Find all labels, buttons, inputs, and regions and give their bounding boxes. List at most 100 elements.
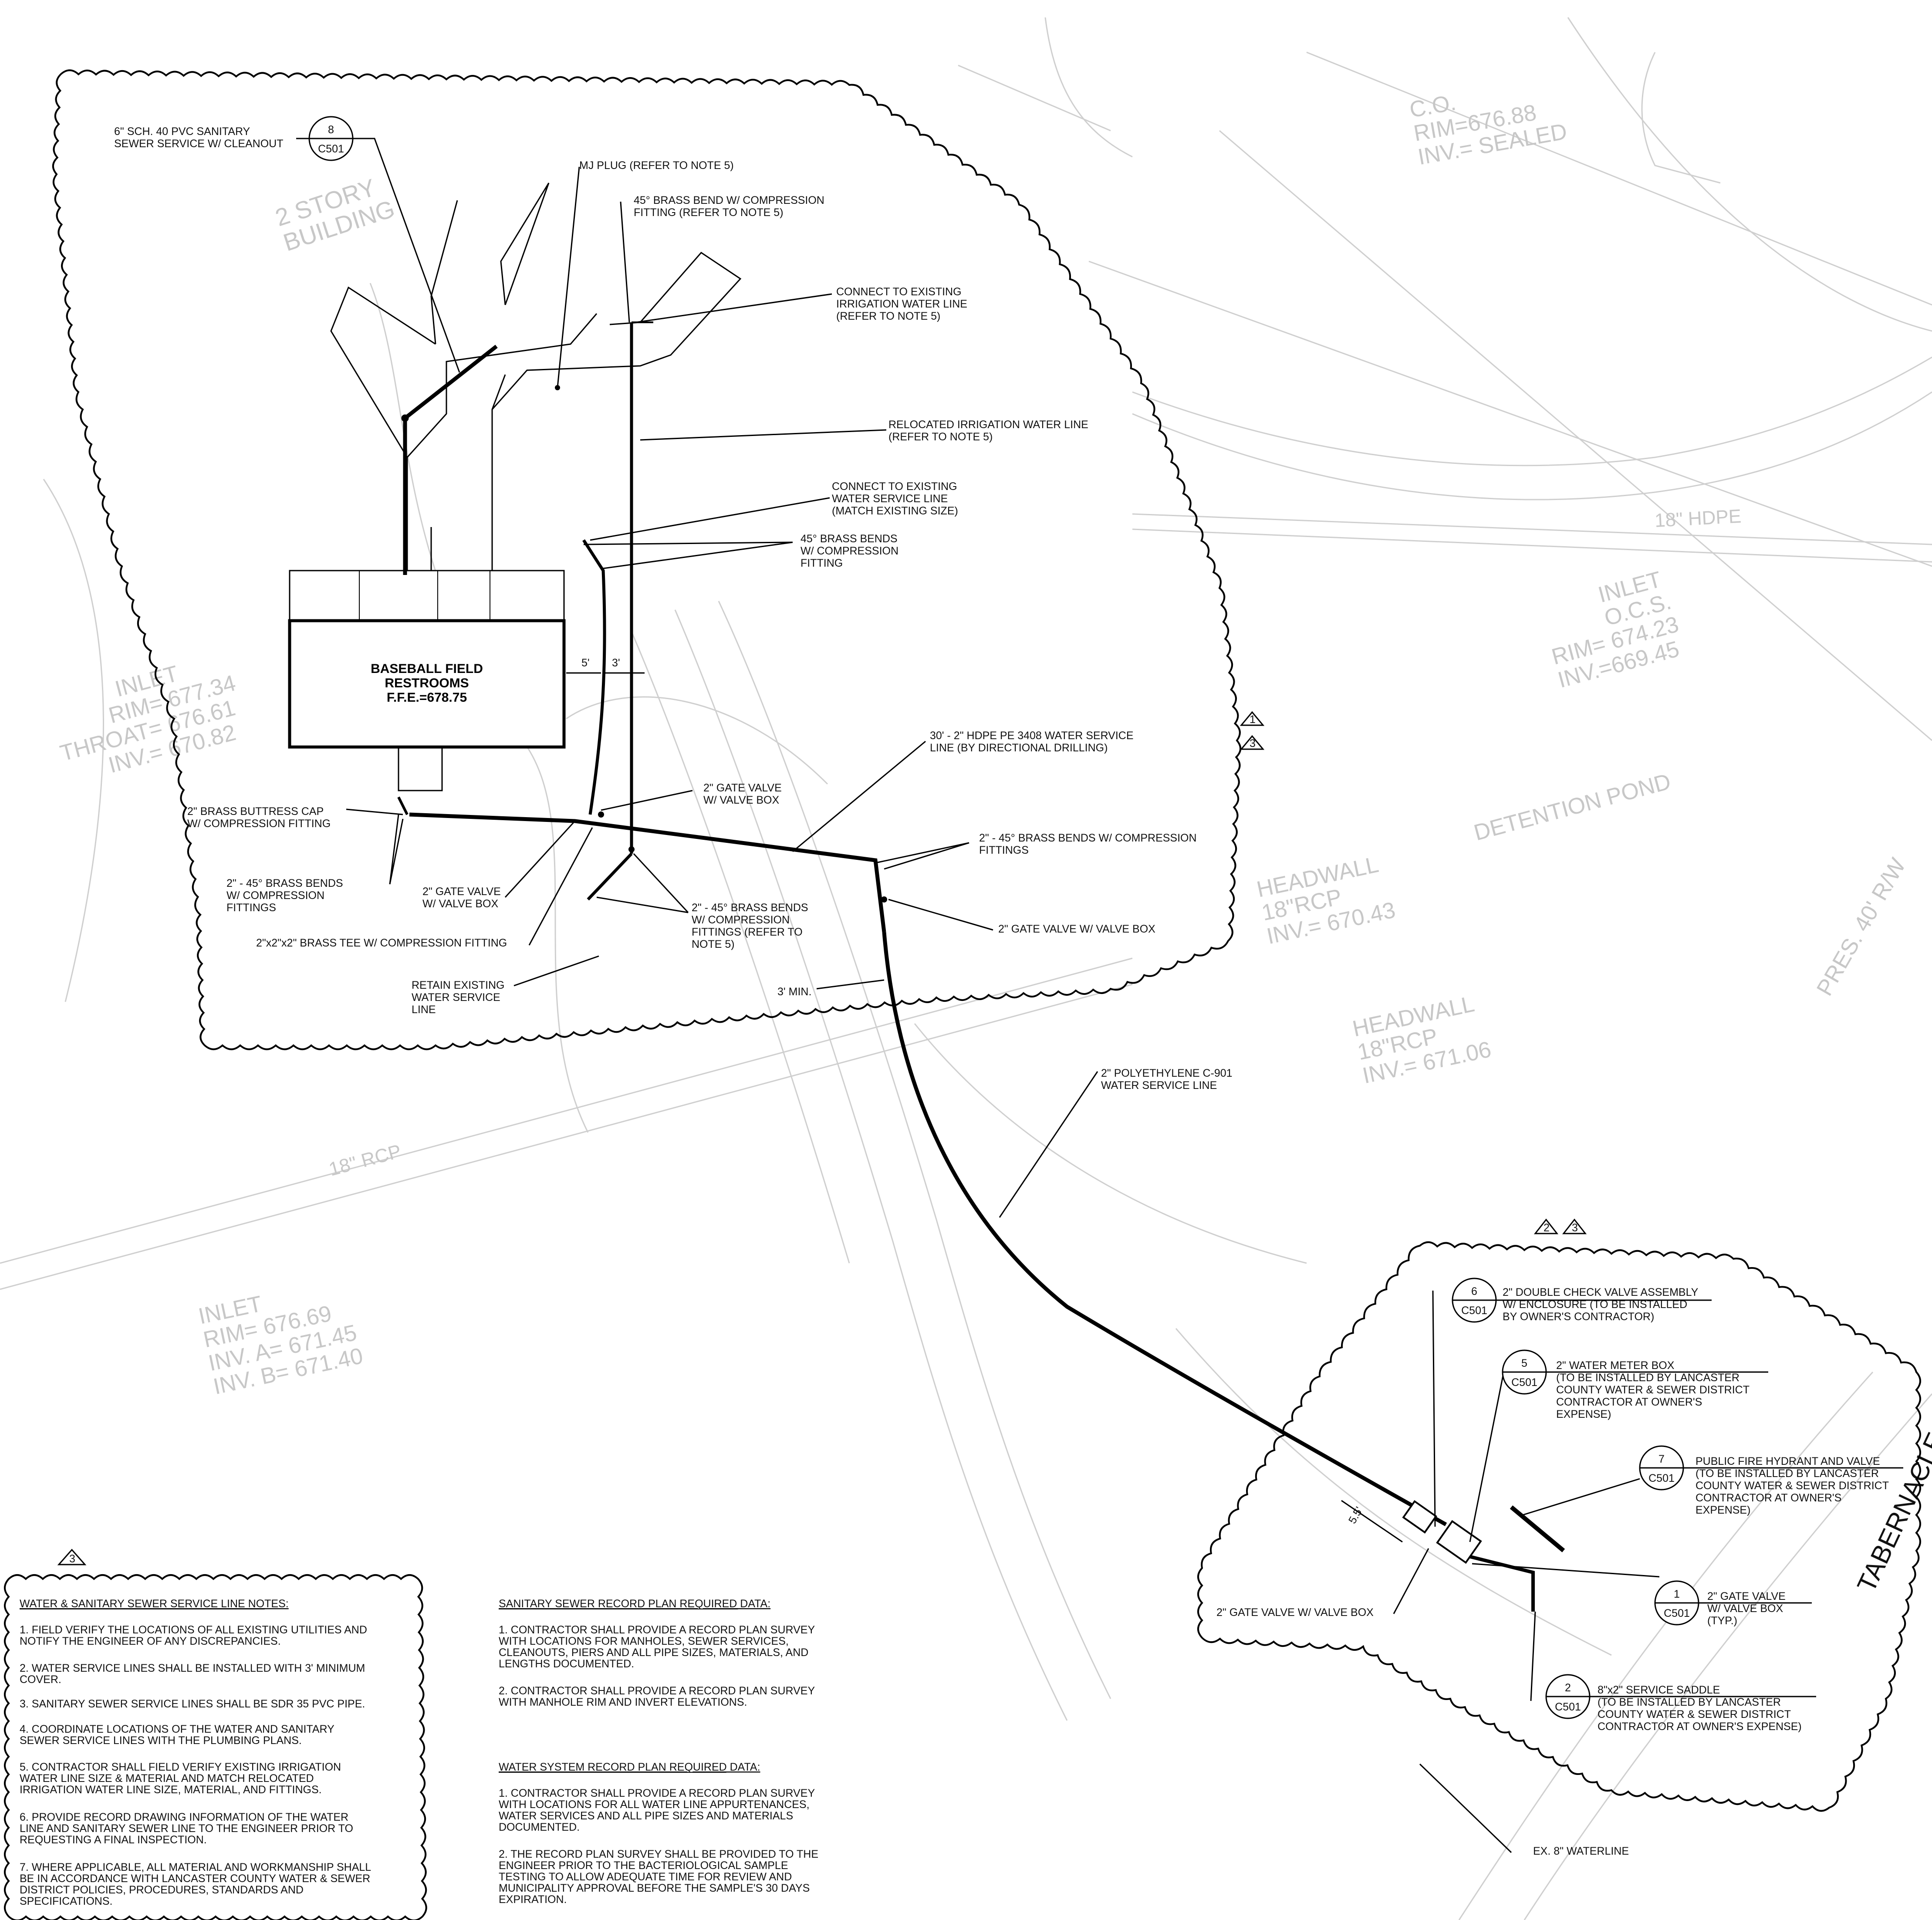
svg-text:1: 1: [1674, 1588, 1680, 1600]
general-notes: WATER & SANITARY SEWER SERVICE LINE NOTE…: [20, 1598, 818, 1907]
fittings: [555, 385, 1482, 1564]
detail-tag-6: 6 C501: [1452, 1278, 1497, 1323]
svg-text:INLET RIM= 676.69: INLET RIM= 676.69 INV. A= 671.45 INV. B=…: [196, 1272, 370, 1399]
gate-valve-icon: [881, 896, 887, 903]
double-check-valve-icon: [1402, 1500, 1437, 1534]
water-service-existing: [582, 539, 606, 815]
bg-label: DETENTION POND: [1471, 769, 1673, 845]
svg-text:HEADWALL 18"RCP IN: HEADWALL 18"RCP INV.= 670.43: [1254, 851, 1398, 950]
dimension-label: 3' MIN.: [777, 986, 811, 998]
detail-tag-7: 7 C501: [1639, 1445, 1684, 1491]
detail-tag-5: 5 C501: [1502, 1349, 1547, 1395]
water-service-new: [409, 812, 886, 933]
callout-mj-plug: MJ PLUG (REFER TO NOTE 5): [579, 159, 734, 172]
svg-text:3: 3: [1572, 1222, 1578, 1234]
callout-brass-tee: 2"x2"x2" BRASS TEE W/ COMPRESSION FITTIN…: [256, 937, 507, 949]
svg-text:3: 3: [1250, 737, 1256, 750]
revision-triangle-icon: [1562, 1218, 1587, 1234]
building-name: BASEBALL FIELD: [371, 662, 483, 676]
bg-label: 18" HDPE: [1654, 506, 1742, 531]
callout-water-meter: 2" WATER METER BOX(TO BE INSTALLED BY LA…: [1556, 1359, 1750, 1420]
svg-text:C501: C501: [1461, 1305, 1487, 1317]
revision-cloud-building: [52, 69, 1242, 1050]
revision-triangle-icon: [1533, 1218, 1559, 1234]
hydrant-lead: [1510, 1505, 1565, 1552]
gate-valve-icon: [873, 854, 886, 867]
svg-text:C501: C501: [1648, 1472, 1675, 1484]
svg-text:2 STORY BUILDING: 2 STORY BUILDING: [272, 170, 398, 257]
water-meter-box-icon: [1436, 1520, 1482, 1564]
note-n2: 2. WATER SERVICE LINES SHALL BE INSTALLE…: [20, 1662, 365, 1686]
revision-triangle-icon: [1240, 735, 1265, 750]
note-n6: 6. PROVIDE RECORD DRAWING INFORMATION OF…: [20, 1811, 353, 1846]
note-n5: 5. CONTRACTOR SHALL FIELD VERIFY EXISTIN…: [20, 1761, 341, 1796]
svg-text:HEADWALL 18"RCP IN: HEADWALL 18"RCP INV.= 671.06: [1350, 990, 1493, 1089]
callout-gate-valve-bottom: 2" GATE VALVE W/ VALVE BOX: [1216, 1606, 1374, 1619]
polyethylene-line: [882, 932, 1447, 1526]
detail-tag-2: 2 C501: [1545, 1674, 1591, 1719]
sewer-record-n2: 2. CONTRACTOR SHALL PROVIDE A RECORD PLA…: [499, 1685, 815, 1708]
dimension-label: 3': [612, 657, 620, 669]
restroom-building: BASEBALL FIELD RESTROOMS F.F.E.=678.75: [288, 570, 566, 791]
revision-clouds: [4, 69, 1921, 1920]
sidewalk-outline: [330, 183, 742, 571]
gate-valve-icon: [573, 815, 586, 828]
callout-gate-valve-right: 2" GATE VALVE W/ VALVE BOX: [998, 923, 1155, 935]
detail-tags: 8 C501 6 C501 5 C501 7 C501 1 C501: [308, 116, 1699, 1719]
revision-cloud-notes: [4, 1574, 427, 1920]
gate-valve-icon: [598, 811, 604, 818]
svg-text:C501: C501: [1664, 1607, 1690, 1619]
bg-label: PRES. 40' R/W: [1812, 854, 1911, 1000]
sewer-record-n1: 1. CONTRACTOR SHALL PROVIDE A RECORD PLA…: [499, 1624, 815, 1670]
svg-text:INLET RIM= 677.34: INLET RIM= 677.34 THROAT= 676.61 INV.= 6…: [45, 646, 257, 789]
callout-relocated-irrigation: RELOCATED IRRIGATION WATER LINE(REFER TO…: [888, 419, 1088, 443]
svg-text:2: 2: [1565, 1682, 1571, 1694]
svg-text:INLET O.C.S. RIM=: INLET O.C.S. RIM= 674.23 INV.=669.45: [1537, 564, 1694, 693]
svg-text:1: 1: [1250, 713, 1256, 726]
svg-text:7: 7: [1658, 1453, 1665, 1465]
revision-triangle-labels: 1 3 2 3 3: [69, 713, 1578, 1565]
leader-lines: [296, 138, 1660, 1853]
note-n7: 7. WHERE APPLICABLE, ALL MATERIAL AND WO…: [20, 1861, 371, 1907]
tee-fitting-icon: [628, 846, 635, 852]
revision-triangles: [57, 711, 1587, 1565]
svg-text:2: 2: [1544, 1222, 1550, 1234]
note-n1: 1. FIELD VERIFY THE LOCATIONS OF ALL EXI…: [20, 1624, 367, 1647]
detail-tag-1: 1 C501: [1654, 1580, 1699, 1626]
note-n3: 3. SANITARY SEWER SERVICE LINES SHALL BE…: [20, 1698, 365, 1710]
water-record-title: WATER SYSTEM RECORD PLAN REQUIRED DATA:: [499, 1761, 760, 1773]
dimension-label: 5': [581, 657, 590, 669]
callout-shelves: [1496, 1299, 1903, 1697]
svg-text:8: 8: [328, 124, 334, 136]
svg-text:C501: C501: [1511, 1376, 1537, 1389]
revision-triangle-icon: [1240, 711, 1265, 726]
svg-text:C501: C501: [1555, 1701, 1581, 1713]
svg-text:C.O. RIM=676.88 IN: C.O. RIM=676.88 INV.= SEALED: [1408, 72, 1569, 170]
cleanout-icon: [401, 414, 409, 422]
detail-tag-8: 8 C501: [308, 116, 354, 161]
svg-text:3: 3: [69, 1553, 75, 1565]
building-ffe: F.F.E.=678.75: [387, 690, 467, 705]
water-record-n1: 1. CONTRACTOR SHALL PROVIDE A RECORD PLA…: [499, 1787, 815, 1833]
sewer-record-title: SANITARY SEWER RECORD PLAN REQUIRED DATA…: [499, 1598, 770, 1610]
callout-fire-hydrant: PUBLIC FIRE HYDRANT AND VALVE(TO BE INST…: [1696, 1455, 1889, 1516]
svg-text:C501: C501: [318, 143, 344, 155]
notes-title: WATER & SANITARY SEWER SERVICE LINE NOTE…: [20, 1598, 289, 1610]
bg-label: 18" RCP: [327, 1140, 404, 1180]
note-n4: 4. COORDINATE LOCATIONS OF THE WATER AND…: [20, 1723, 334, 1747]
